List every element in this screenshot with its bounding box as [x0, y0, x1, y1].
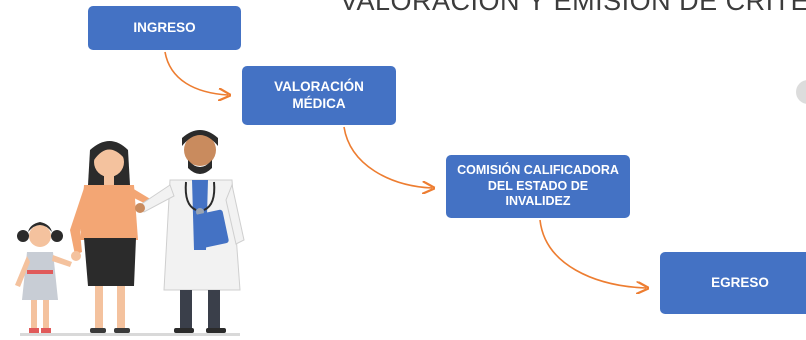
step-comision-label: COMISIÓN CALIFICADORA DEL ESTADO DE INVA… — [457, 163, 619, 209]
step-valoracion-medica: VALORACIÓN MÉDICA — [242, 66, 396, 125]
edge-decoration — [796, 80, 806, 104]
step-egreso: EGRESO — [660, 252, 806, 314]
step-ingreso-label: INGRESO — [133, 19, 196, 35]
arrow-valoracion-to-comision — [343, 126, 432, 188]
doctor-figure — [135, 130, 245, 333]
arrow-comision-to-egreso — [539, 219, 646, 288]
step-comision-calificadora: COMISIÓN CALIFICADORA DEL ESTADO DE INVA… — [446, 155, 630, 218]
child-figure — [15, 222, 72, 333]
mother-figure — [70, 141, 152, 333]
step-egreso-label: EGRESO — [711, 274, 769, 290]
diagram-title: VALORACIÓN Y EMISIÓN DE CRITER — [340, 0, 806, 16]
arrow-ingreso-to-valoracion — [164, 51, 228, 95]
family-with-doctor-illustration — [15, 130, 245, 336]
step-valoracion-label: VALORACIÓN MÉDICA — [274, 78, 364, 111]
step-ingreso: INGRESO — [88, 6, 241, 50]
